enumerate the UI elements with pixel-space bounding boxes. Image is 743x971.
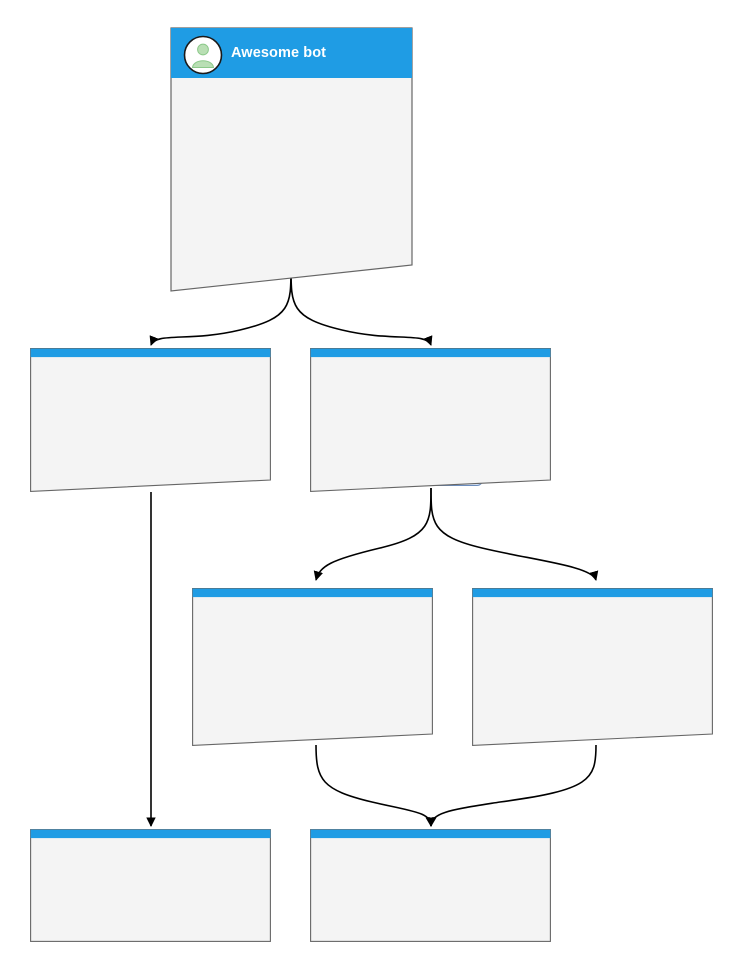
edge-yes-to-python <box>313 487 432 581</box>
node-no-branch[interactable]: Did you like to write bots? No Not bad n… <box>30 348 271 492</box>
node-end-sad[interactable]: See you soon. I'll keep in mind, Alex, y… <box>30 829 271 942</box>
node-no-branch-shape <box>30 348 271 492</box>
node-python-branch[interactable]: What programming language did you use fo… <box>192 588 433 746</box>
node-yes-branch-shape <box>310 348 551 492</box>
node-end-happy-shape <box>310 829 551 942</box>
node-end-happy[interactable]: See you soon. I'll keep in mind, Alex, y… <box>310 829 551 942</box>
node-yes-branch[interactable]: Did you like to write bots? Yes Cool! I'… <box>310 348 551 492</box>
node-go-branch-shape <box>472 588 713 746</box>
node-root-title: Awesome bot <box>231 45 327 61</box>
node-root[interactable]: Awesome bot /start Hi there! What's your… <box>170 27 413 292</box>
node-end-sad-shape <box>30 829 271 942</box>
avatar <box>183 35 223 80</box>
node-go-branch[interactable]: What programming language did you use fo… <box>472 588 713 746</box>
node-python-branch-shape <box>192 588 433 746</box>
edge-python-to-end-happy <box>315 744 436 827</box>
edge-yes-to-go <box>430 487 599 581</box>
edge-go-to-end-happy <box>426 744 597 827</box>
